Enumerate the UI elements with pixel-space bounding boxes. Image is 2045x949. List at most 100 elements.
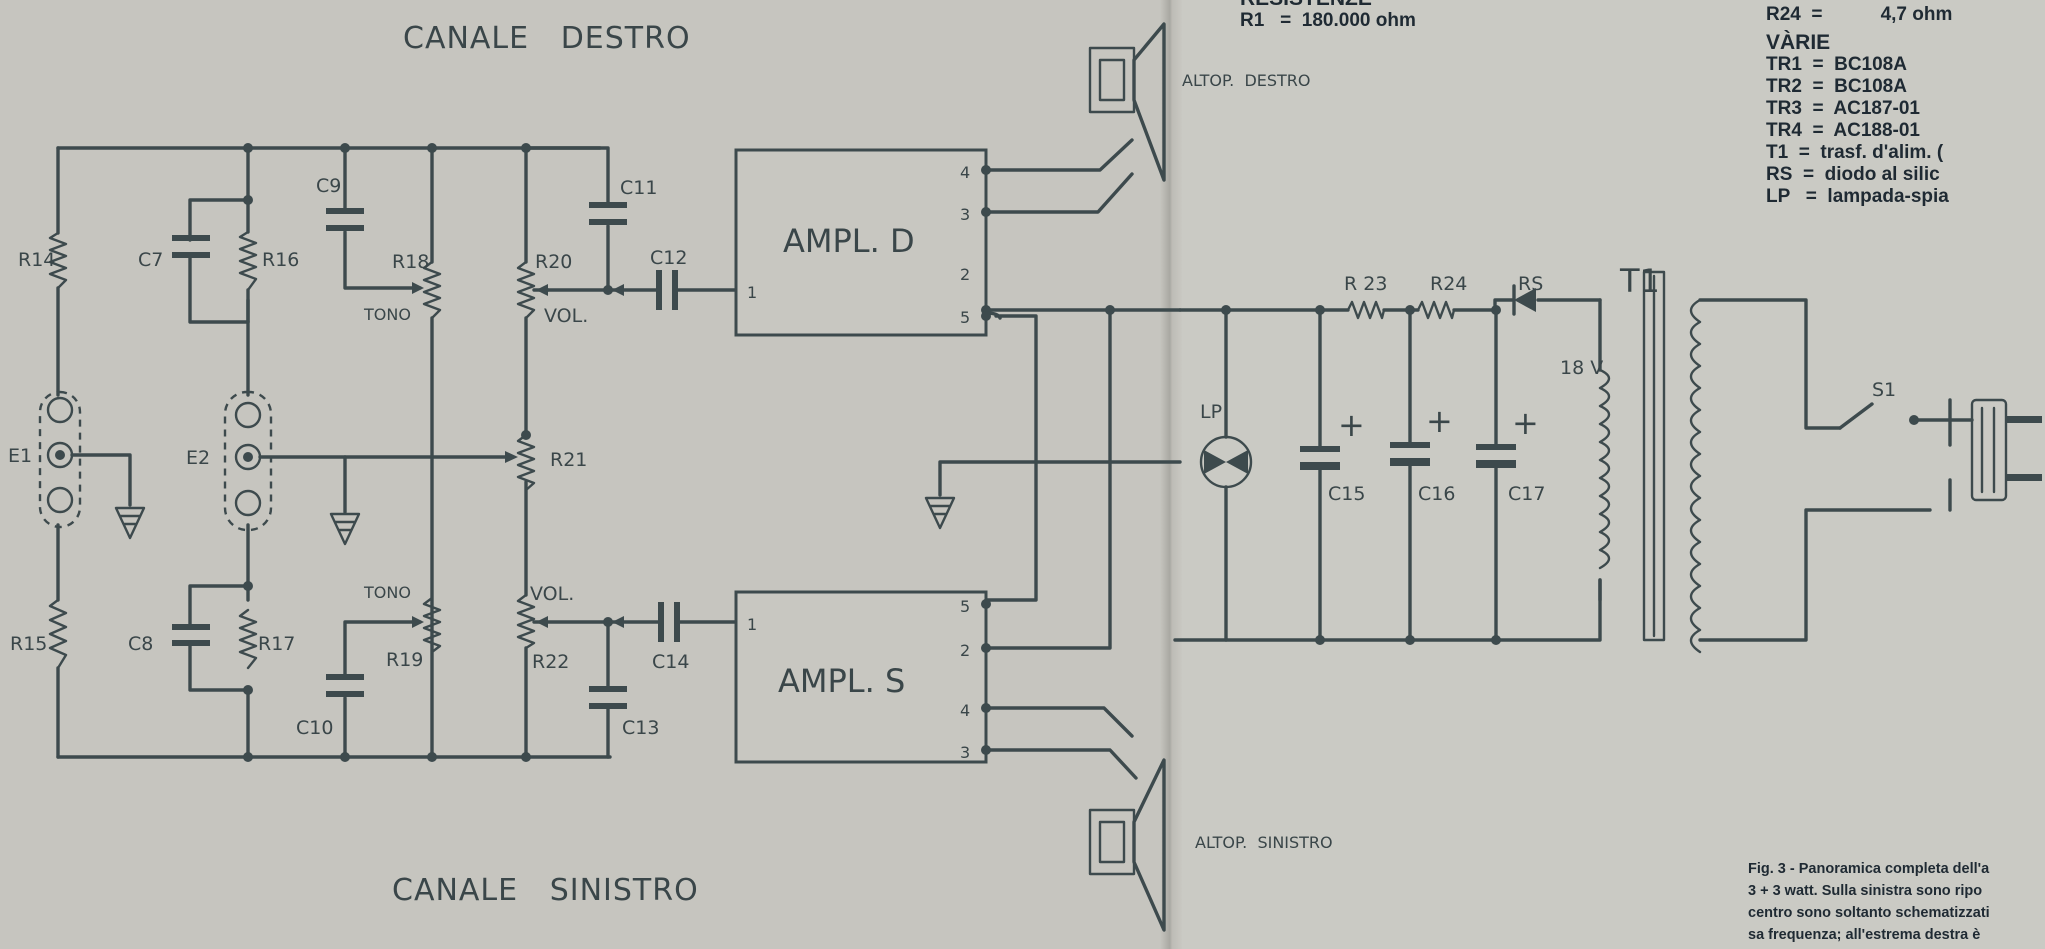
c12-plate-a: [656, 270, 662, 310]
amp-s-pin2-node: [981, 643, 991, 653]
e1-socket-bot: [46, 486, 74, 514]
c9-plate-a: [326, 208, 364, 214]
label-r14: R14: [18, 249, 55, 271]
amp-d-pin1: 1: [747, 283, 757, 302]
figure-caption: Fig. 3 - Panoramica completa dell'a 3 + …: [1748, 858, 2045, 946]
r19-arrow: [412, 616, 424, 628]
c10-plate-a: [326, 674, 364, 680]
label-c16: C16: [1418, 483, 1455, 505]
label-voltage: 18 V: [1560, 357, 1603, 379]
label-c12: C12: [650, 247, 687, 269]
amp-d-pin4-node: [981, 165, 991, 175]
c12-arrow: [612, 284, 624, 296]
r21-resistor: [516, 433, 536, 492]
label-c14: C14: [652, 651, 689, 673]
amp-d-pin5: 5: [960, 308, 970, 327]
supply-bottom-rail: [1173, 578, 1602, 642]
supply-top-rail: [1178, 298, 1602, 312]
parts-list-resistors: RESISTENZE R1 = 180.000 ohm: [1240, 0, 1416, 32]
node-r22-bot: [521, 752, 531, 762]
parts-t1: T1 = trasf. d'alim. (: [1766, 142, 1944, 163]
label-rs: RS: [1518, 273, 1543, 295]
node-c8-top: [243, 581, 253, 591]
c14-arrow: [612, 616, 624, 628]
speaker-right-icon: [1088, 22, 1166, 182]
node-c17-bot: [1491, 635, 1501, 645]
label-r24: R24: [1430, 273, 1467, 295]
parts-resistor-header: RESISTENZE: [1240, 0, 1416, 10]
r24-resistor: [1416, 300, 1456, 320]
label-r15: R15: [10, 633, 47, 655]
label-speaker-right: ALTOP. DESTRO: [1182, 71, 1311, 90]
c14-plate-b: [674, 602, 680, 642]
e2-ground-icon: [329, 512, 361, 546]
label-tono-top: TONO: [363, 305, 411, 324]
r22-wiper-arrow: [536, 616, 548, 628]
c13-plate-a: [589, 686, 627, 692]
caption-line-3: centro sono soltanto schematizzati: [1748, 905, 1990, 921]
node-pin2-junction: [1105, 305, 1115, 315]
parts-r24: R24 = 4,7 ohm: [1766, 4, 1953, 25]
amp-s-pin5-node: [981, 599, 991, 609]
r19-resistor: [422, 596, 442, 654]
e1-socket-top: [46, 396, 74, 424]
amp-d-box: [734, 148, 988, 337]
amp-d-pin4: 4: [960, 163, 970, 182]
amp-s-pin1: 1: [747, 615, 757, 634]
r19-wiper-wire: [343, 620, 422, 759]
c8-bracket-wire: [188, 584, 250, 692]
r22-resistor: [516, 593, 536, 650]
label-r21: R21: [550, 449, 587, 471]
parts-tr1: TR1 = BC108A: [1766, 54, 1907, 75]
c16-plate-a: [1390, 442, 1430, 448]
r18-resistor: [422, 260, 442, 320]
parts-list-misc: R24 = 4,7 ohm VÀRIE TR1 = BC108A TR2 = B…: [1766, 4, 2045, 208]
label-c13: C13: [622, 717, 659, 739]
label-plus-c16: +: [1426, 402, 1453, 440]
c12-plate-b: [672, 270, 678, 310]
node-r16-top: [243, 143, 253, 153]
amp-s-pin2-wire: [984, 308, 1112, 650]
amp-s-pin3-node: [981, 745, 991, 755]
amp-ground-icon: [924, 496, 956, 530]
caption-line-4: sa frequenza; all'estrema destra è: [1748, 927, 1981, 943]
e2-socket-top: [234, 401, 262, 429]
e2-jack-outline: [223, 390, 273, 532]
page-fold: [1160, 0, 1182, 949]
label-c11: C11: [620, 177, 657, 199]
amp-ground-wire: [938, 460, 1182, 497]
e1-jack-outline: [38, 390, 82, 529]
speaker-left-icon: [1088, 758, 1166, 932]
r17-resistor: [238, 608, 258, 670]
c13-plate-b: [589, 703, 627, 709]
amp-d-label: AMPL. D: [783, 222, 915, 260]
title-left-channel: CANALE SINISTRO: [392, 873, 699, 908]
r14-resistor: [48, 231, 68, 290]
label-plus-c15: +: [1338, 406, 1365, 444]
amp-d-pin5-wire: [984, 311, 1038, 602]
label-r16: R16: [262, 249, 299, 271]
label-r23: R 23: [1344, 273, 1387, 295]
r18-arrow: [412, 282, 424, 294]
e1-dot: [55, 450, 65, 460]
r16-resistor: [238, 230, 258, 292]
node-r19-bot: [427, 752, 437, 762]
c8-plate-a: [172, 624, 210, 630]
c9-wire: [343, 146, 422, 290]
caption-line-1: Fig. 3 - Panoramica completa dell'a: [1748, 861, 1990, 877]
parts-rs: RS = diodo al silic: [1766, 164, 1940, 185]
label-t1: T1: [1619, 262, 1660, 300]
amp-s-label: AMPL. S: [778, 662, 905, 700]
parts-tr2: TR2 = BC108A: [1766, 76, 1907, 97]
label-r17: R17: [258, 633, 295, 655]
label-tono-bottom: TONO: [363, 583, 411, 602]
right-page-sheet: [1170, 0, 2045, 949]
c11-plate-b: [589, 219, 627, 225]
c11-plate-a: [589, 202, 627, 208]
amp-d-pin5-node: [981, 311, 991, 321]
label-c7: C7: [138, 249, 163, 271]
node-c16-bot: [1405, 635, 1415, 645]
rs-diode-icon: [1514, 288, 1536, 312]
